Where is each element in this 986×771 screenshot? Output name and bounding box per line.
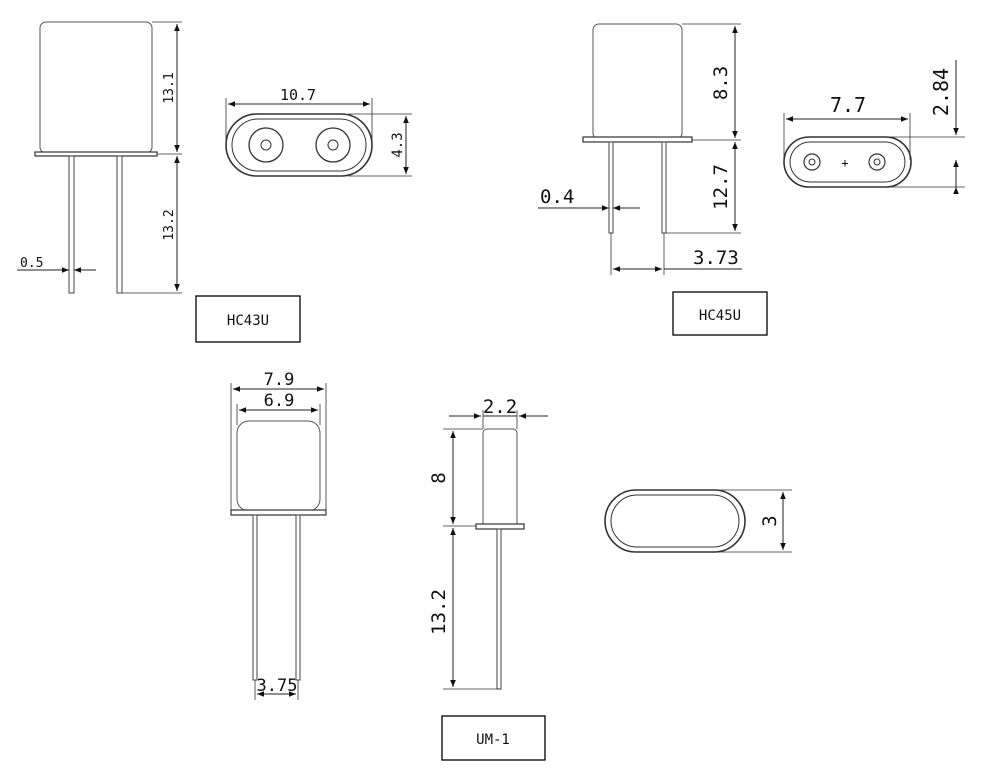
um1-lead-left [252, 514, 258, 681]
hc45u-lead-label: 12.7 [710, 164, 732, 210]
hc45u-lead-right [661, 141, 667, 234]
um1-pitch-label: 3.75 [257, 676, 298, 696]
hc43u-label: HC43U [227, 313, 269, 329]
um1-depth-label: 3 [759, 515, 781, 526]
um1-front-view [230, 420, 327, 681]
hc45u-lead-dia-label: 0.4 [540, 186, 574, 208]
um1-top-view [604, 489, 746, 553]
hc45u-top-view: + [783, 136, 912, 188]
um1-side-view [475, 428, 525, 690]
hc45u-depth-label: 2.84 [929, 68, 953, 116]
um1-side-can [482, 428, 518, 527]
hc45u-lead-left [608, 141, 614, 234]
hc45u-flange [582, 136, 693, 143]
hc43u-lead-dia-label: 0.5 [20, 256, 43, 271]
um1-lead-right [295, 514, 301, 681]
hc43u-top-view [225, 113, 373, 177]
hc45u-can [592, 23, 683, 140]
um1-thickness-label: 2.2 [483, 396, 517, 418]
um1-inner-width-label: 6.9 [264, 391, 295, 411]
hc45u-side-view [582, 23, 693, 234]
hc45u-package: 8.3 12.7 0.4 3.73 + 7.7 2.84 [538, 23, 965, 336]
um1-outer-width-label: 7.9 [264, 370, 295, 390]
hc43u-flange [34, 151, 158, 157]
hc43u-height-label: 13.1 [162, 72, 177, 103]
hc45u-polarity-mark: + [841, 156, 848, 170]
hc45u-width-label: 7.7 [830, 93, 866, 117]
um1-package: 7.9 6.9 3.75 2.2 8 13.2 [230, 370, 792, 761]
hc43u-can [39, 21, 153, 154]
hc45u-pitch-label: 3.73 [693, 247, 739, 269]
hc43u-lead-right [116, 155, 123, 294]
hc45u-height-label: 8.3 [710, 66, 732, 100]
hc43u-label-box [195, 295, 301, 343]
um1-label: UM-1 [476, 732, 510, 748]
um1-label-box [441, 715, 546, 761]
um1-height-label: 8 [428, 472, 450, 483]
hc43u-lead-left [68, 155, 75, 294]
um1-side-flange [475, 523, 525, 530]
hc43u-package: 13.1 13.2 0.5 10.7 4.3 HC43U [17, 21, 412, 343]
um1-flange [230, 509, 327, 516]
hc45u-label: HC45U [699, 308, 741, 324]
hc43u-depth-label: 4.3 [390, 132, 406, 157]
hc45u-label-box [672, 291, 768, 336]
um1-lead-label: 13.2 [428, 589, 450, 635]
hc43u-lead-label: 13.2 [162, 209, 177, 240]
hc43u-side-view [34, 21, 158, 294]
hc43u-width-label: 10.7 [280, 86, 316, 104]
um1-can [236, 420, 321, 512]
um1-side-lead [496, 528, 502, 690]
